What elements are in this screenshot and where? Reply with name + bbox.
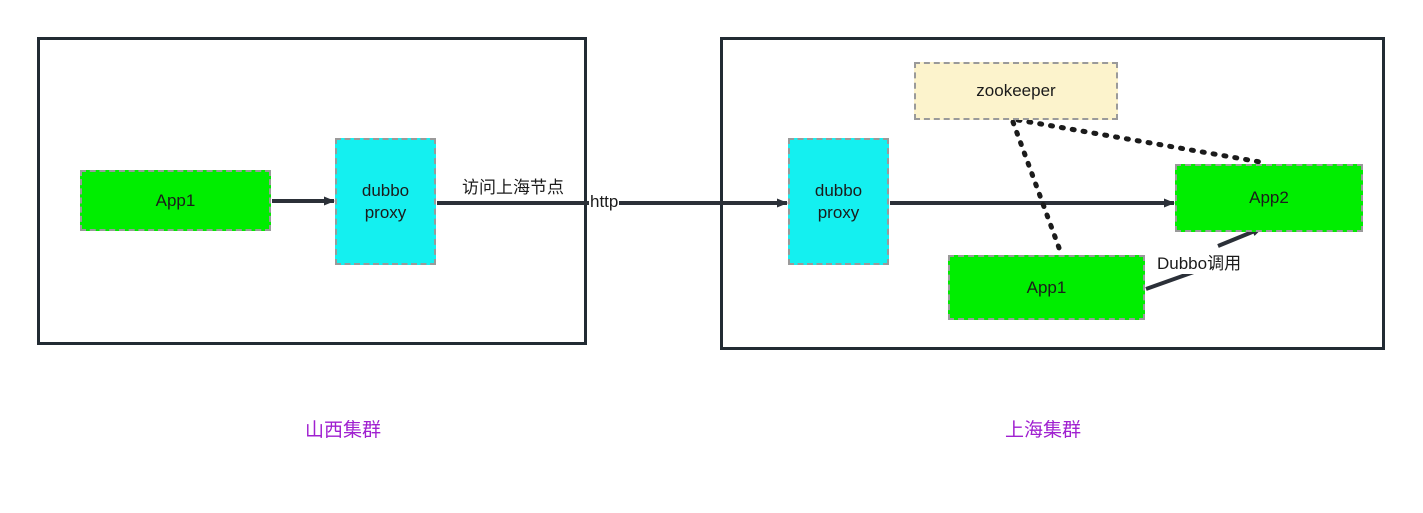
node-app1-shanxi[interactable]: App1 bbox=[80, 170, 271, 231]
cluster-caption-shanghai: 上海集群 bbox=[1005, 420, 1082, 441]
edge-label-visit-shanghai: 访问上海节点 bbox=[462, 178, 564, 197]
node-zookeeper[interactable]: zookeeper bbox=[914, 62, 1118, 120]
edge-label-http: http bbox=[589, 192, 620, 212]
cluster-caption-shanxi: 山西集群 bbox=[305, 420, 382, 441]
edge-label-dubbo-call: Dubbo调用 bbox=[1155, 249, 1244, 274]
node-app2-shanghai[interactable]: App2 bbox=[1175, 164, 1363, 232]
node-app1-shanghai[interactable]: App1 bbox=[948, 255, 1145, 320]
node-label: zookeeper bbox=[976, 81, 1056, 101]
node-label: dubbo proxy bbox=[361, 181, 410, 222]
node-label: App1 bbox=[155, 190, 196, 210]
node-label: App1 bbox=[1026, 277, 1067, 297]
node-label: App2 bbox=[1249, 188, 1289, 208]
node-label: dubbo proxy bbox=[814, 181, 863, 222]
node-dubbo-proxy-shanghai[interactable]: dubbo proxy bbox=[788, 138, 889, 265]
cluster-box-shanghai bbox=[720, 37, 1385, 350]
cluster-box-shanxi bbox=[37, 37, 587, 345]
node-dubbo-proxy-shanxi[interactable]: dubbo proxy bbox=[335, 138, 436, 265]
